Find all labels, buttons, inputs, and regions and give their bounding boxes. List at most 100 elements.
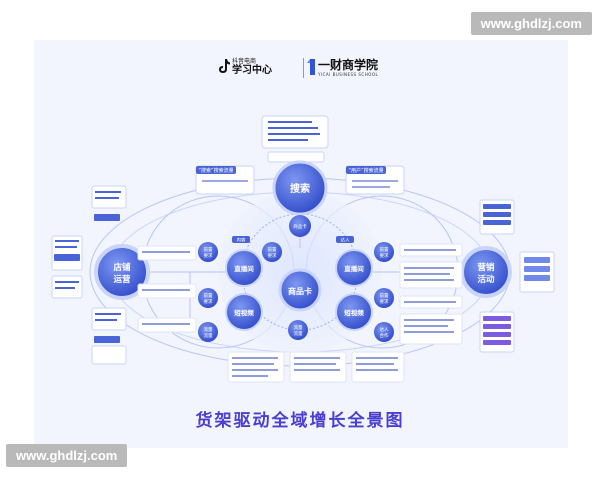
left-badge-1: [198, 242, 218, 262]
center-badge-1-line1: 前置: [268, 246, 277, 253]
text-line-placeholder: [95, 319, 117, 321]
right-video-hub-label: 短视频: [344, 308, 364, 317]
text-line-placeholder: [352, 180, 398, 182]
left-content-tag: [232, 236, 250, 243]
product-card-hub-label: 商品卡: [288, 286, 312, 296]
left-content-tag-label: 内容: [237, 237, 246, 244]
text-line-placeholder: [202, 180, 248, 182]
text-line-placeholder: [142, 251, 190, 253]
text-line-placeholder: [95, 197, 119, 199]
text-line-placeholder: [232, 357, 278, 359]
text-line-placeholder: [142, 323, 190, 325]
marketing-item: [524, 275, 550, 281]
right-badge-1: [374, 242, 394, 262]
text-line-placeholder: [268, 121, 312, 123]
douyin-brand-name: 学习中心: [232, 65, 272, 76]
watermark-bottom: www.ghdlzj.com: [6, 444, 128, 467]
right-talent-tag-label: 达人: [341, 237, 350, 244]
text-line-placeholder: [268, 139, 308, 141]
store-detail-tag: [94, 336, 120, 343]
marketing-item: [483, 220, 511, 225]
store-operations-hub: [94, 244, 150, 300]
right-badge-2-line2: 要求: [380, 298, 389, 305]
text-line-placeholder: [404, 267, 454, 269]
left-live-hub-label: 直播间: [234, 264, 254, 273]
left-badge-1-line2: 要求: [204, 252, 213, 259]
marketing-item: [524, 266, 550, 272]
store-hub-line1: 店铺: [112, 262, 131, 273]
left-badge-1-line1: 前置: [204, 246, 213, 253]
text-line-placeholder: [55, 281, 79, 283]
search-tag-left: [196, 166, 236, 174]
left-badge-3-line2: 流量: [204, 332, 213, 339]
marketing-item: [483, 324, 511, 329]
right-badge-3-line1: 达人: [380, 326, 389, 333]
left-badge-3: [198, 322, 218, 342]
right-badge-1-line2: 要求: [380, 252, 389, 259]
bottom-left-text-box: [227, 351, 285, 383]
text-line-placeholder: [404, 319, 454, 321]
text-line-placeholder: [95, 313, 121, 315]
store-detail-tag: [54, 254, 80, 261]
text-line-placeholder: [404, 273, 450, 275]
marketing-item: [483, 204, 511, 209]
marketing-item: [483, 212, 511, 217]
diagram-title: 货架驱动全域增长全景图: [195, 411, 405, 431]
center-badge-1: [262, 242, 282, 262]
center-badge-1-line2: 要求: [268, 252, 277, 259]
center-badge-2: [288, 320, 308, 340]
right-video-hub: [335, 293, 373, 331]
text-line-placeholder: [232, 363, 274, 365]
search-hub: [272, 160, 328, 216]
text-line-placeholder: [356, 357, 398, 359]
douyin-brand-small: 抖音电商: [232, 58, 257, 65]
text-line-placeholder: [404, 279, 454, 281]
text-line-placeholder: [268, 127, 318, 129]
yicai-brand: 一财商学院 YICAI BUSINESS SCHOOL: [318, 58, 378, 78]
left-badge-2-line1: 前置: [204, 292, 213, 299]
text-line-placeholder: [142, 289, 190, 291]
left-video-hub-label: 短视频: [234, 308, 254, 317]
text-line-placeholder: [404, 249, 456, 251]
text-line-placeholder: [404, 325, 448, 327]
left-video-hub: [225, 293, 263, 331]
text-line-placeholder: [294, 363, 336, 365]
text-line-placeholder: [352, 186, 390, 188]
text-line-placeholder: [404, 301, 456, 303]
search-tag-left-label: “搜索”搜索流量: [198, 167, 233, 174]
center-badge-2-line2: 流量: [294, 330, 303, 337]
right-live-hub-label: 直播间: [344, 264, 364, 273]
search-sub-box: [267, 151, 325, 163]
right-badge-3-line2: 合作: [380, 332, 389, 339]
yicai-brand-english: YICAI BUSINESS SCHOOL: [318, 72, 379, 77]
right-talent-tag: [336, 236, 354, 243]
center-badge-2-line1: 流量: [294, 324, 303, 331]
tiktok-icon: [219, 59, 230, 73]
marketing-item: [524, 257, 550, 263]
marketing-item: [483, 332, 511, 337]
right-badge-2-line1: 前置: [380, 292, 389, 299]
bottom-right-text-box: [351, 351, 405, 383]
text-line-placeholder: [55, 240, 79, 242]
text-line-placeholder: [356, 369, 398, 371]
marketing-hub-line2: 活动: [477, 274, 495, 285]
right-badge-1-line1: 前置: [380, 246, 389, 253]
right-live-hub: [335, 249, 373, 287]
douyin-brand: 抖音电商 学习中心: [232, 58, 272, 77]
text-line-placeholder: [356, 363, 394, 365]
text-line-placeholder: [294, 369, 340, 371]
left-badge-2: [198, 288, 218, 308]
watermark-top: www.ghdlzj.com: [470, 12, 592, 35]
store-hub-line2: 运营: [113, 274, 131, 285]
store-detail-tag: [94, 214, 120, 221]
right-text-box: [399, 313, 463, 345]
yicai-brand-name: 一财商学院: [318, 58, 379, 72]
text-line-placeholder: [404, 331, 454, 333]
center-top-hub-label: 商品卡: [293, 223, 307, 230]
text-line-placeholder: [55, 246, 77, 248]
text-line-placeholder: [268, 133, 320, 135]
right-badge-2: [374, 288, 394, 308]
product-card-hub: [278, 268, 322, 312]
